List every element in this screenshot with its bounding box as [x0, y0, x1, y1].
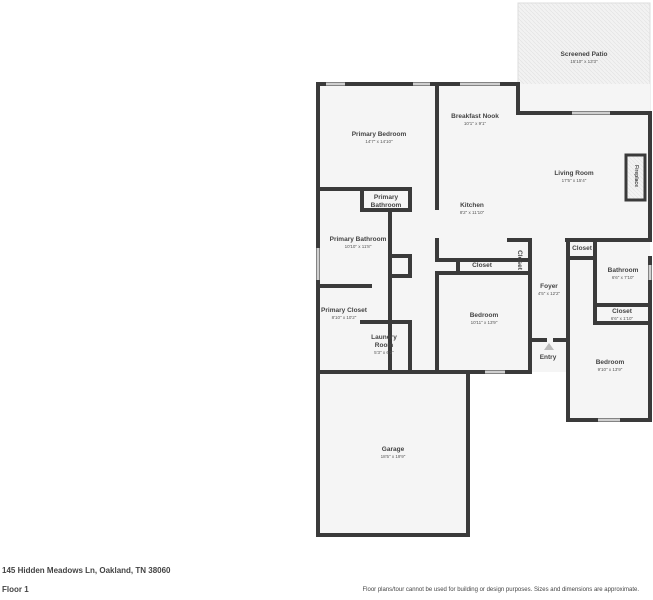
floor-plan: [316, 2, 652, 537]
address: 145 Hidden Meadows Ln, Oakland, TN 38060: [2, 566, 171, 575]
room-closet-vertical: Closet: [516, 250, 523, 270]
windows: [316, 82, 652, 422]
disclaimer: Floor plans/tour cannot be used for buil…: [362, 587, 640, 593]
room-closet-center: Closet: [472, 262, 492, 269]
floor-label: Floor 1: [2, 585, 29, 594]
room-primary-bathroom-small: Primary Bathroom: [370, 194, 402, 209]
entry-arrow-icon: [544, 343, 554, 350]
room-floors: [318, 2, 651, 535]
label-entry: Entry: [539, 354, 557, 361]
room-closet-right: Closet: [572, 245, 592, 252]
fireplace: [624, 153, 647, 202]
label-fireplace: Fireplace: [633, 165, 639, 187]
